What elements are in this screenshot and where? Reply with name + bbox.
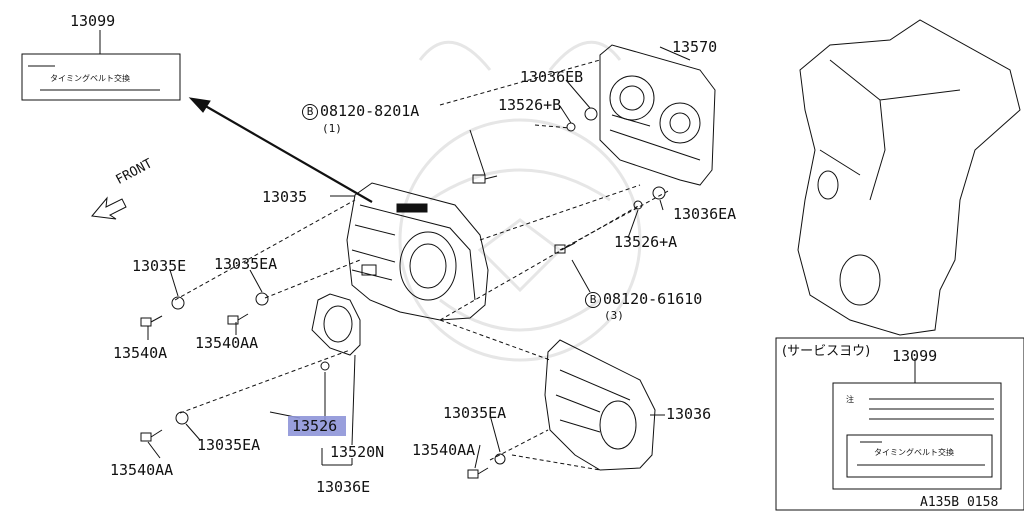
sticker-text: タイミングベルト交換 — [50, 74, 130, 83]
service-box-frame — [775, 337, 1024, 511]
sticker-13099-box — [21, 53, 181, 101]
label-13036E: 13036E — [316, 478, 371, 496]
label-13540AA-bottom: 13540AA — [110, 461, 174, 479]
bolt-code-1: 08120-8201A — [320, 102, 420, 120]
watermark-emblem — [398, 40, 642, 362]
note-prefix: 注 — [846, 395, 854, 404]
label-13035E: 13035E — [132, 257, 187, 275]
label-13035EA-lower: 13035EA — [443, 404, 507, 422]
service-heading: (サービスヨウ) — [782, 344, 871, 359]
label-13520N: 13520N — [330, 443, 385, 461]
label-13540AA-mid: 13540AA — [195, 334, 259, 352]
bolt-qty-2: (3) — [604, 309, 624, 322]
label-13570: 13570 — [672, 38, 718, 56]
figure-code: A135B 0158 — [920, 495, 999, 510]
label-13099: 13099 — [70, 12, 116, 30]
cover-13570-outline — [599, 44, 716, 186]
gasket-13520N — [311, 293, 361, 356]
highlight-13526 — [288, 416, 346, 436]
label-13526B: 13526+B — [498, 96, 562, 114]
label-13526A: 13526+A — [614, 233, 678, 251]
label-13526: 13526 — [292, 417, 338, 435]
bolt-code-2: 08120-61610 — [603, 290, 703, 308]
service-sticker-text: タイミングベルト交換 — [874, 448, 954, 457]
service-sticker-inner — [846, 434, 993, 478]
label-13036EB: 13036EB — [520, 68, 584, 86]
bolt-circle-1: B — [302, 104, 318, 120]
label-13036EA-right: 13036EA — [673, 205, 737, 223]
label-13035EA-top: 13035EA — [214, 255, 278, 273]
bolt-qty-1: (1) — [322, 122, 342, 135]
label-13035: 13035 — [262, 188, 308, 206]
service-label-card — [832, 382, 1002, 490]
fasteners — [140, 107, 666, 479]
engine-block — [797, 19, 1021, 336]
label-13540A: 13540A — [113, 344, 168, 362]
label-13036: 13036 — [666, 405, 712, 423]
label-13540AA-lower: 13540AA — [412, 441, 476, 459]
service-part-number: 13099 — [892, 347, 938, 365]
cover-13036-outline — [544, 339, 656, 471]
cover-13035-outline — [346, 182, 489, 321]
label-13035EA-bottom: 13035EA — [197, 436, 261, 454]
bolt-circle-2: B — [585, 292, 601, 308]
